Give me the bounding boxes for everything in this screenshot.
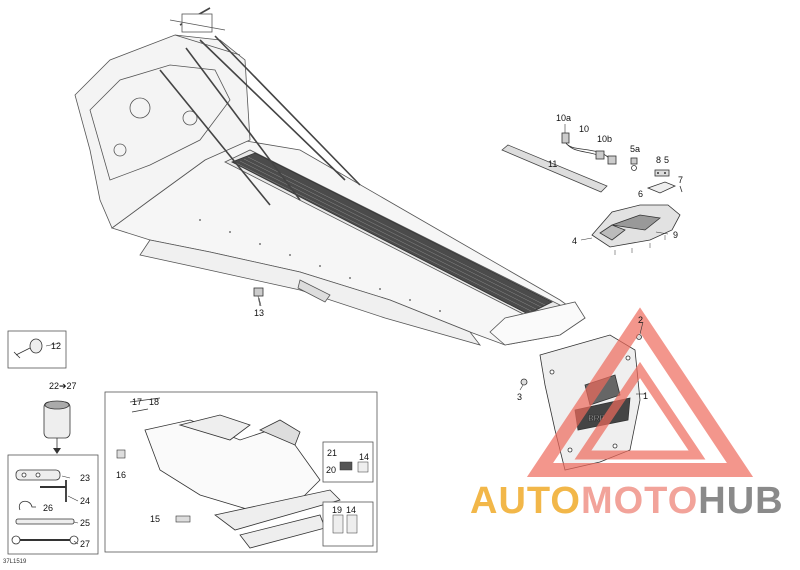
callout-14-lower: 14 <box>346 505 356 515</box>
callout-9: 9 <box>673 230 678 240</box>
callout-20: 20 <box>326 465 336 475</box>
callout-10b: 10b <box>597 134 612 144</box>
part-10-wiring-harness <box>561 132 617 165</box>
callout-3: 3 <box>517 392 522 402</box>
watermark-moto: MOTO <box>581 480 698 522</box>
callout-labels: 1 2 3 4 5 5a 6 7 8 9 10 10a 10b 11 12 13… <box>43 113 683 549</box>
watermark-hub: HUB <box>698 480 783 522</box>
callout-18: 18 <box>149 397 159 407</box>
callout-10: 10 <box>579 124 589 134</box>
callout-4: 4 <box>572 236 577 246</box>
callout-2: 2 <box>638 315 643 325</box>
callout-8: 8 <box>656 155 661 165</box>
callout-6: 6 <box>638 189 643 199</box>
part-22-27-tool-kit <box>7 400 99 555</box>
callout-7: 7 <box>678 175 683 185</box>
callout-13: 13 <box>254 308 264 318</box>
callout-23: 23 <box>80 473 90 483</box>
part-13-fastener <box>253 287 264 307</box>
callout-27: 27 <box>80 539 90 549</box>
callout-24: 24 <box>80 496 90 506</box>
svg-text:BRP: BRP <box>588 414 606 423</box>
callout-5: 5 <box>664 155 669 165</box>
callout-11: 11 <box>548 159 557 169</box>
sled-overview-box <box>104 391 378 553</box>
callout-21: 21 <box>327 448 337 458</box>
callout-17: 17 <box>132 397 142 407</box>
callout-16: 16 <box>116 470 126 480</box>
callout-19: 19 <box>332 505 342 515</box>
callout-10a: 10a <box>556 113 571 123</box>
callout-15: 15 <box>150 514 160 524</box>
frame-tunnel-assembly <box>74 7 586 346</box>
callout-1: 1 <box>643 391 648 401</box>
watermark-auto: AUTO <box>470 480 581 522</box>
callout-26: 26 <box>43 503 53 513</box>
leader-lines <box>45 124 669 545</box>
callout-22-27: 22➔27 <box>49 381 77 391</box>
watermark-logo: AUTOMOTOHUB <box>470 480 784 522</box>
callout-14-upper: 14 <box>359 452 369 462</box>
parts-5-8-light-hardware <box>630 157 683 194</box>
part-12-box <box>7 330 67 369</box>
drawing-reference-code: 37L1519 <box>3 559 27 565</box>
callout-12: 12 <box>51 341 61 351</box>
part-11-strip <box>501 144 608 193</box>
part-4-taillight-housing <box>591 204 681 255</box>
callout-5a: 5a <box>630 144 640 154</box>
svg-text:AUTOMOTOHUB: AUTOMOTOHUB <box>470 480 784 522</box>
callout-25: 25 <box>80 518 90 528</box>
watermark-triangle <box>526 307 754 477</box>
